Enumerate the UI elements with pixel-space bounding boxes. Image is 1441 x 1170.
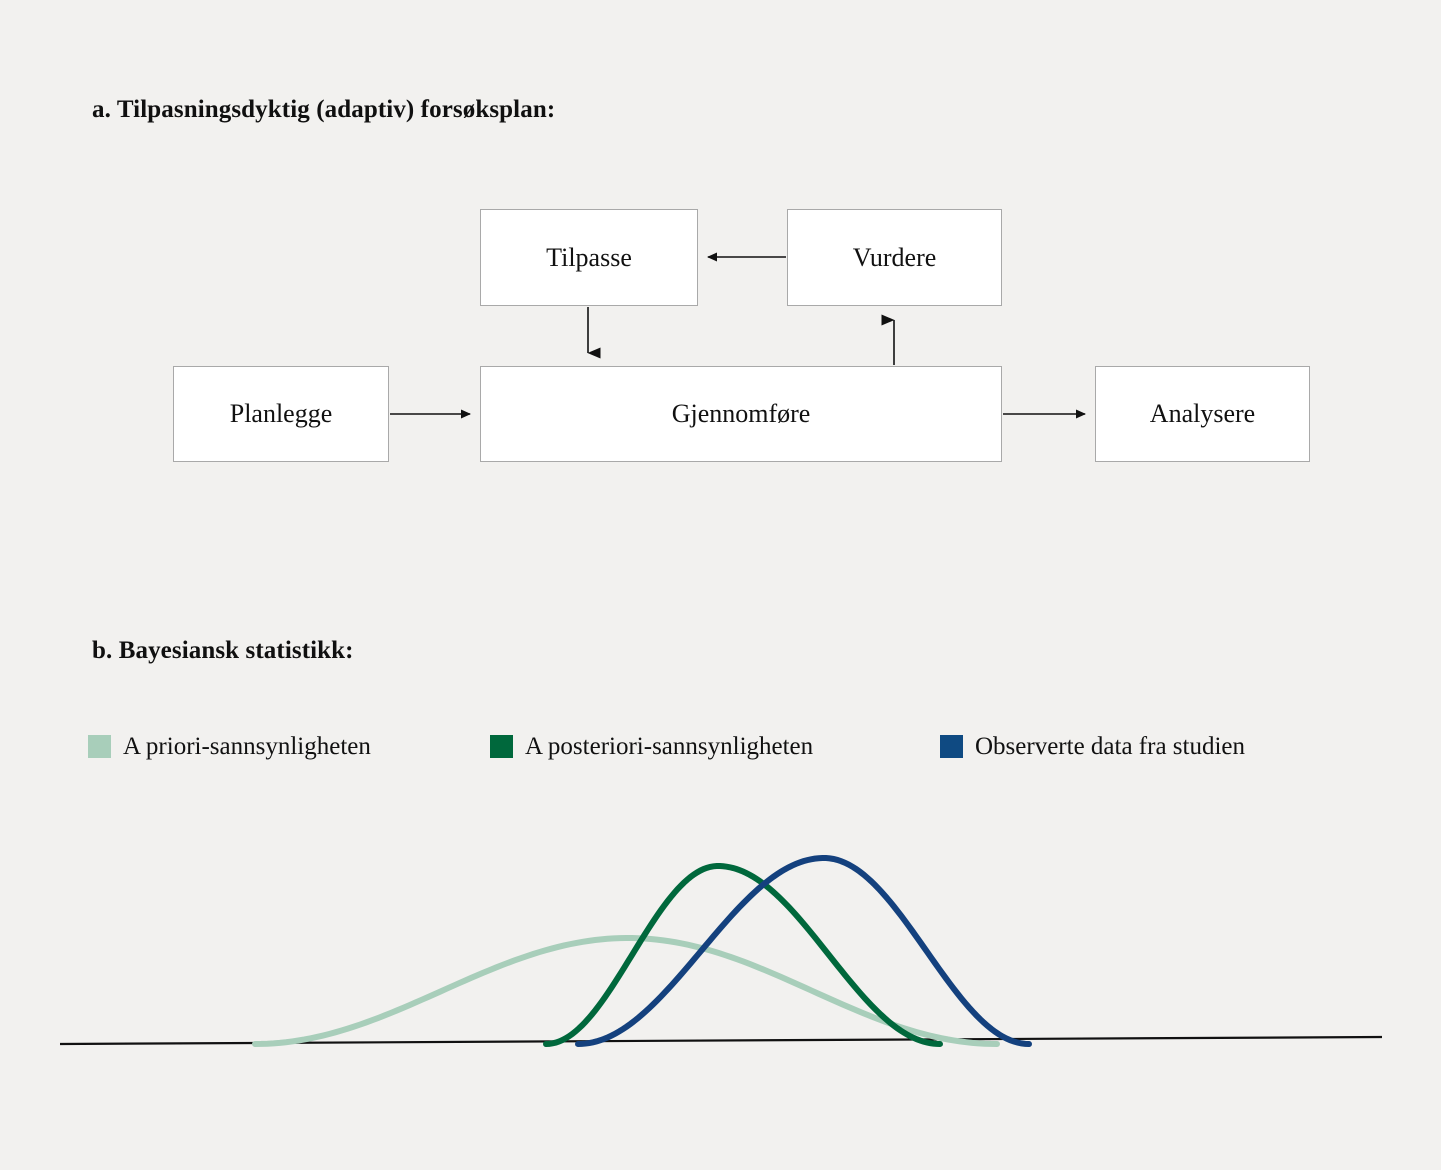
section-a-heading: a. Tilpasningsdyktig (adaptiv) forsøkspl… (92, 96, 556, 123)
legend-swatch-prior (88, 734, 111, 758)
legend-swatch-posterior (490, 734, 513, 758)
flow-node-vurdere[interactable]: Vurdere (787, 209, 1002, 306)
flow-node-planlegge-label: Planlegge (229, 399, 333, 428)
bayesian-distributions-plot (0, 790, 1441, 1090)
adaptive-trial-flowchart: Tilpasse Vurdere Planlegge Gjennomføre A… (0, 0, 1441, 560)
flow-node-gjennomfore-label: Gjennomføre (671, 399, 811, 428)
flow-node-analysere-label: Analysere (1149, 399, 1256, 428)
flow-node-analysere[interactable]: Analysere (1095, 366, 1310, 462)
legend-item-prior[interactable]: A priori-sannsynligheten (88, 728, 371, 764)
distribution-curves-svg (59, 855, 1383, 1047)
legend-item-observed[interactable]: Observerte data fra studien (940, 728, 1245, 764)
curve-observed (575, 855, 1032, 1047)
legend-swatch-observed (940, 734, 963, 758)
flowchart-arrows (390, 252, 1086, 419)
chart-legend: A priori-sannsynligheten A posteriori-sa… (88, 728, 1388, 768)
curve-posterior (543, 863, 943, 1047)
legend-label-prior: A priori-sannsynligheten (123, 732, 371, 760)
flow-node-tilpasse-label: Tilpasse (546, 242, 632, 272)
flow-node-tilpasse[interactable]: Tilpasse (480, 209, 698, 306)
flow-node-planlegge[interactable]: Planlegge (173, 366, 389, 462)
flow-node-gjennomfore[interactable]: Gjennomføre (480, 366, 1002, 462)
legend-label-posterior: A posteriori-sannsynligheten (525, 732, 814, 760)
curve-prior (252, 935, 1000, 1047)
section-b-heading: b. Bayesiansk statistikk: (92, 637, 354, 664)
legend-item-posterior[interactable]: A posteriori-sannsynligheten (490, 728, 813, 764)
legend-label-observed: Observerte data fra studien (975, 732, 1246, 760)
flow-node-vurdere-label: Vurdere (852, 242, 937, 272)
